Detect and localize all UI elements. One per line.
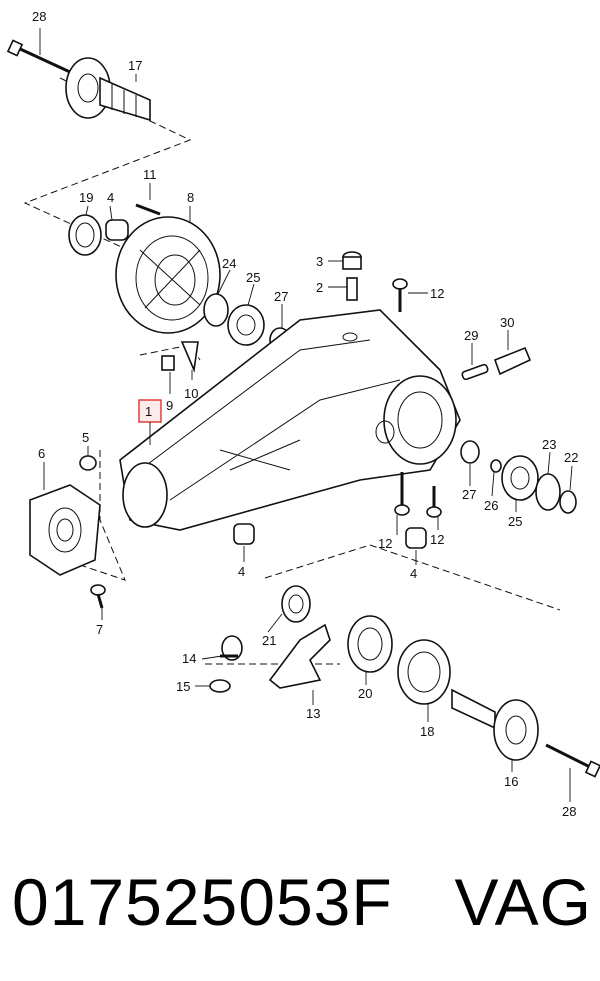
callout-21: 21 xyxy=(262,633,276,648)
gear-part-21 xyxy=(281,585,311,623)
callout-labels: 28 17 11 19 4 8 24 25 27 3 2 12 29 30 9 … xyxy=(32,9,578,819)
callout-12-lower-right: 12 xyxy=(430,532,444,547)
callout-4-middle: 4 xyxy=(238,564,245,579)
pin-and-cap-parts-2-3 xyxy=(342,251,362,301)
callout-13: 13 xyxy=(306,706,320,721)
callout-10: 10 xyxy=(184,386,198,401)
side-cover-part-8 xyxy=(115,216,221,334)
callout-4-right: 4 xyxy=(410,566,417,581)
callout-9: 9 xyxy=(166,398,173,413)
bolt-part-12-lower-right xyxy=(426,486,442,518)
callout-30: 30 xyxy=(500,315,514,330)
rubber-mount-part-4-middle xyxy=(233,523,255,545)
callout-17: 17 xyxy=(128,58,142,73)
callout-20: 20 xyxy=(358,686,372,701)
washer-part-15 xyxy=(209,679,231,693)
callout-11: 11 xyxy=(143,167,157,182)
callout-14: 14 xyxy=(182,651,196,666)
callout-6: 6 xyxy=(38,446,45,461)
callout-28-bottom: 28 xyxy=(562,804,576,819)
bearing-stack-parts-22-27 xyxy=(460,440,577,514)
flange-shaft-part-17 xyxy=(65,57,151,122)
callout-25-right: 25 xyxy=(508,514,522,529)
callout-2: 2 xyxy=(316,280,323,295)
callout-22: 22 xyxy=(564,450,578,465)
callout-24: 24 xyxy=(222,256,236,271)
differential-housing-part-1 xyxy=(119,309,461,531)
callout-26: 26 xyxy=(484,498,498,513)
bolt-part-12-top xyxy=(392,278,408,312)
brand-name: VAG xyxy=(454,865,592,939)
callout-15: 15 xyxy=(176,679,190,694)
side-flange-part-6 xyxy=(29,484,101,576)
callout-5: 5 xyxy=(82,430,89,445)
bolt-part-28-top xyxy=(6,39,71,74)
part-info-footer: 017525053F VAG xyxy=(12,862,592,942)
rubber-mount-part-4-right xyxy=(405,527,427,549)
shift-fork-part-13 xyxy=(268,623,331,689)
bolt-part-28-bottom xyxy=(545,743,600,778)
callout-19: 19 xyxy=(79,190,93,205)
callout-8: 8 xyxy=(187,190,194,205)
sleeve-part-20 xyxy=(347,615,393,673)
callout-12-lower-left: 12 xyxy=(378,536,392,551)
callout-27-right: 27 xyxy=(462,487,476,502)
callout-28-top: 28 xyxy=(32,9,46,24)
seal-part-19 xyxy=(68,214,102,256)
bolt-part-12-lower-left xyxy=(394,472,410,516)
callout-12-top: 12 xyxy=(430,286,444,301)
bolt-part-11 xyxy=(135,203,161,216)
callout-27-left: 27 xyxy=(274,289,288,304)
switch-part-14 xyxy=(220,635,243,661)
seal-ring-part-18 xyxy=(397,639,451,705)
callout-leader-lines xyxy=(39,28,573,802)
callout-23: 23 xyxy=(542,437,556,452)
screw-part-7 xyxy=(90,584,106,609)
callout-16: 16 xyxy=(504,774,518,789)
clip-parts-9-10 xyxy=(161,341,199,373)
callout-3: 3 xyxy=(316,254,323,269)
callout-25-left: 25 xyxy=(246,270,260,285)
rubber-mount-part-4-top xyxy=(105,219,129,241)
plug-part-5 xyxy=(79,455,97,471)
callout-18: 18 xyxy=(420,724,434,739)
callout-7: 7 xyxy=(96,622,103,637)
exploded-parts-diagram: 28 17 11 19 4 8 24 25 27 3 2 12 29 30 9 … xyxy=(6,9,600,819)
flange-shaft-part-16 xyxy=(451,688,539,761)
callout-4-top: 4 xyxy=(107,190,114,205)
callout-1: 1 xyxy=(145,404,152,419)
callout-29: 29 xyxy=(464,328,478,343)
part-number: 017525053F xyxy=(12,865,393,939)
sensor-parts-29-30 xyxy=(461,346,532,381)
